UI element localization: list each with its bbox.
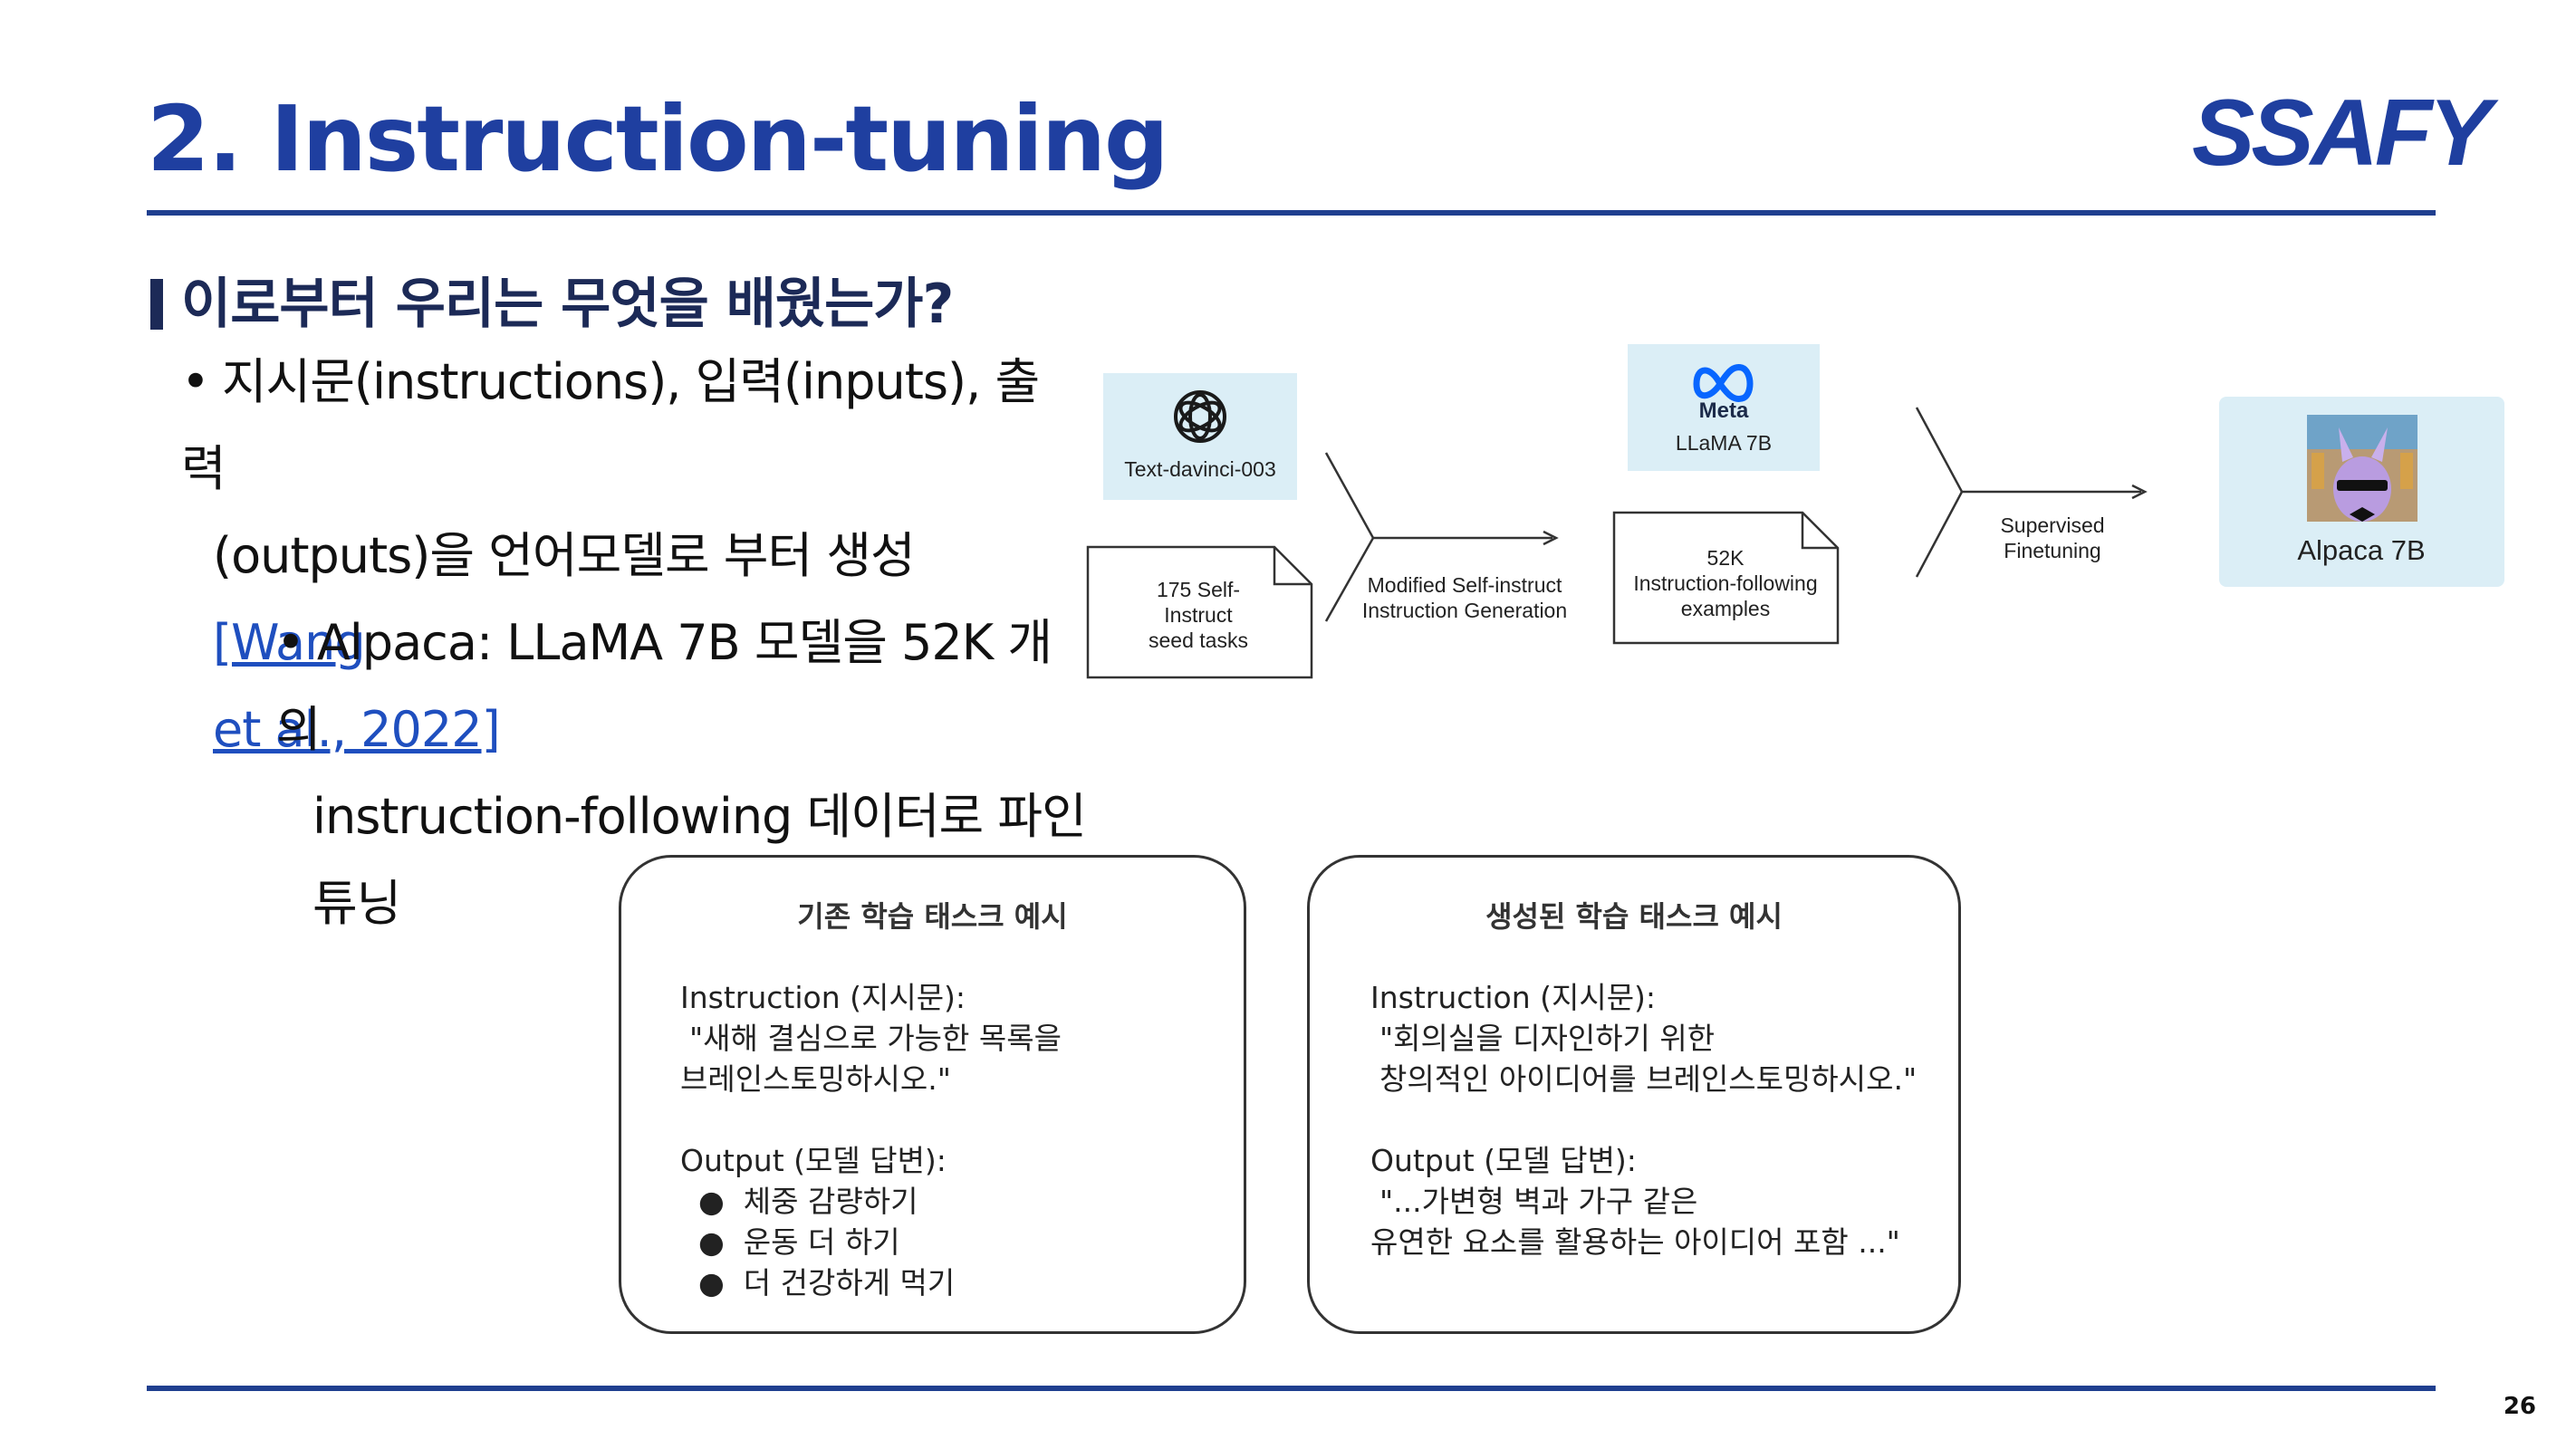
- existing-instruction-line1: "새해 결심으로 가능한 목록을: [689, 1021, 1062, 1056]
- existing-output-item: ● 운동 더 하기: [698, 1224, 900, 1260]
- existing-output-item1: 체중 감량하기: [743, 1184, 918, 1219]
- examples-doc: [1612, 511, 1840, 645]
- llama-label: LLaMA 7B: [1676, 431, 1772, 455]
- bullet-instructions: •지시문(instructions), 입력(inputs), 출력 (outp…: [181, 339, 1051, 773]
- generated-box-title: 생성된 학습 태스크 예시: [1485, 899, 1783, 934]
- seed-doc-line1: 175 Self-: [1157, 578, 1240, 601]
- bullet2-line2: instruction-following 데이터로 파인: [312, 788, 1087, 845]
- bullet-alpaca: •Alpaca: LLaMA 7B 모델을 52K 개의 instruction…: [276, 600, 1091, 947]
- wang-citation-link-cont[interactable]: et al., 2022]: [213, 701, 501, 758]
- section-heading: 이로부터 우리는 무엇을 배웠는가?: [150, 260, 954, 339]
- openai-logo-icon: [1174, 390, 1226, 443]
- arrow-1-head-icon: [1543, 530, 1559, 546]
- page-number: 26: [2503, 1393, 2536, 1420]
- wang-citation-link[interactable]: [Wang: [213, 614, 366, 671]
- existing-task-example-box: 기존 학습 태스크 예시 Instruction (지시문): "새해 결심으로…: [619, 855, 1246, 1334]
- existing-instruction-line2: 브레인스토밍하시오.": [680, 1061, 951, 1097]
- merge-bracket-1: [1324, 452, 1375, 622]
- top-divider: [147, 210, 2436, 216]
- examples-doc-line3: examples: [1681, 597, 1770, 620]
- bottom-divider: [147, 1386, 2436, 1391]
- bullet-dot-icon: •: [276, 614, 305, 671]
- bullet2-line1: Alpaca: LLaMA 7B 모델을 52K 개의: [276, 614, 1053, 758]
- generated-instruction-line1: "회의실을 디자인하기 위한: [1379, 1021, 1716, 1056]
- examples-doc-line2: Instruction-following: [1633, 571, 1817, 595]
- merge-bracket-2: [1915, 407, 1964, 578]
- meta-logo-text: Meta: [1699, 398, 1749, 423]
- section-heading-text: 이로부터 우리는 무엇을 배웠는가?: [181, 273, 954, 336]
- existing-output-item: ● 더 건강하게 먹기: [698, 1265, 956, 1300]
- slide-title: 2. Instruction-tuning: [147, 86, 1169, 192]
- heading-bar-icon: [150, 279, 163, 330]
- generated-output-line2: 유연한 요소를 활용하는 아이디어 포함 ...": [1370, 1224, 1900, 1260]
- existing-box-title: 기존 학습 태스크 예시: [797, 899, 1068, 934]
- bullet2-line3: 튜닝: [312, 875, 401, 932]
- arrow-2-head-icon: [2131, 484, 2148, 500]
- generated-instruction-line2: 창의적인 아이디어를 브레인스토밍하시오.": [1379, 1061, 1918, 1097]
- llama-node: [1628, 344, 1820, 471]
- seed-tasks-doc: [1086, 545, 1313, 679]
- generated-instruction-label: Instruction (지시문):: [1370, 980, 1657, 1015]
- existing-output-label: Output (모델 답변):: [680, 1143, 947, 1178]
- generated-output-label: Output (모델 답변):: [1370, 1143, 1637, 1178]
- modified-label-line1: Modified Self-instruct: [1368, 573, 1562, 597]
- davinci-label: Text-davinci-003: [1124, 457, 1275, 481]
- generated-task-example-box: 생성된 학습 태스크 예시 Instruction (지시문): "회의실을 디…: [1307, 855, 1961, 1334]
- existing-instruction-label: Instruction (지시문):: [680, 980, 966, 1015]
- alpaca-label: Alpaca 7B: [2297, 534, 2425, 566]
- bullet1-line2: (outputs)을 언어모델로 부터 생성: [213, 527, 916, 584]
- existing-output-item2: 운동 더 하기: [743, 1224, 900, 1260]
- seed-doc-line3: seed tasks: [1149, 629, 1248, 652]
- examples-doc-line1: 52K: [1707, 546, 1745, 570]
- supervised-label-line1: Supervised: [2000, 513, 2104, 537]
- existing-output-item: ● 체중 감량하기: [698, 1184, 918, 1219]
- meta-infinity-icon: [1693, 364, 1754, 402]
- modified-label-line2: Instruction Generation: [1362, 599, 1567, 622]
- seed-doc-line2: Instruct: [1164, 603, 1233, 627]
- bullet-dot-icon: •: [181, 353, 210, 410]
- supervised-label-line2: Finetuning: [2004, 539, 2100, 562]
- generated-output-line1: "...가변형 벽과 가구 같은: [1379, 1184, 1698, 1219]
- existing-output-item3: 더 건강하게 먹기: [743, 1265, 956, 1300]
- ssafy-logo: SSAFY: [2192, 81, 2492, 186]
- bullet1-line1: 지시문(instructions), 입력(inputs), 출력: [181, 353, 1040, 497]
- alpaca-llama-icon: [2307, 415, 2417, 522]
